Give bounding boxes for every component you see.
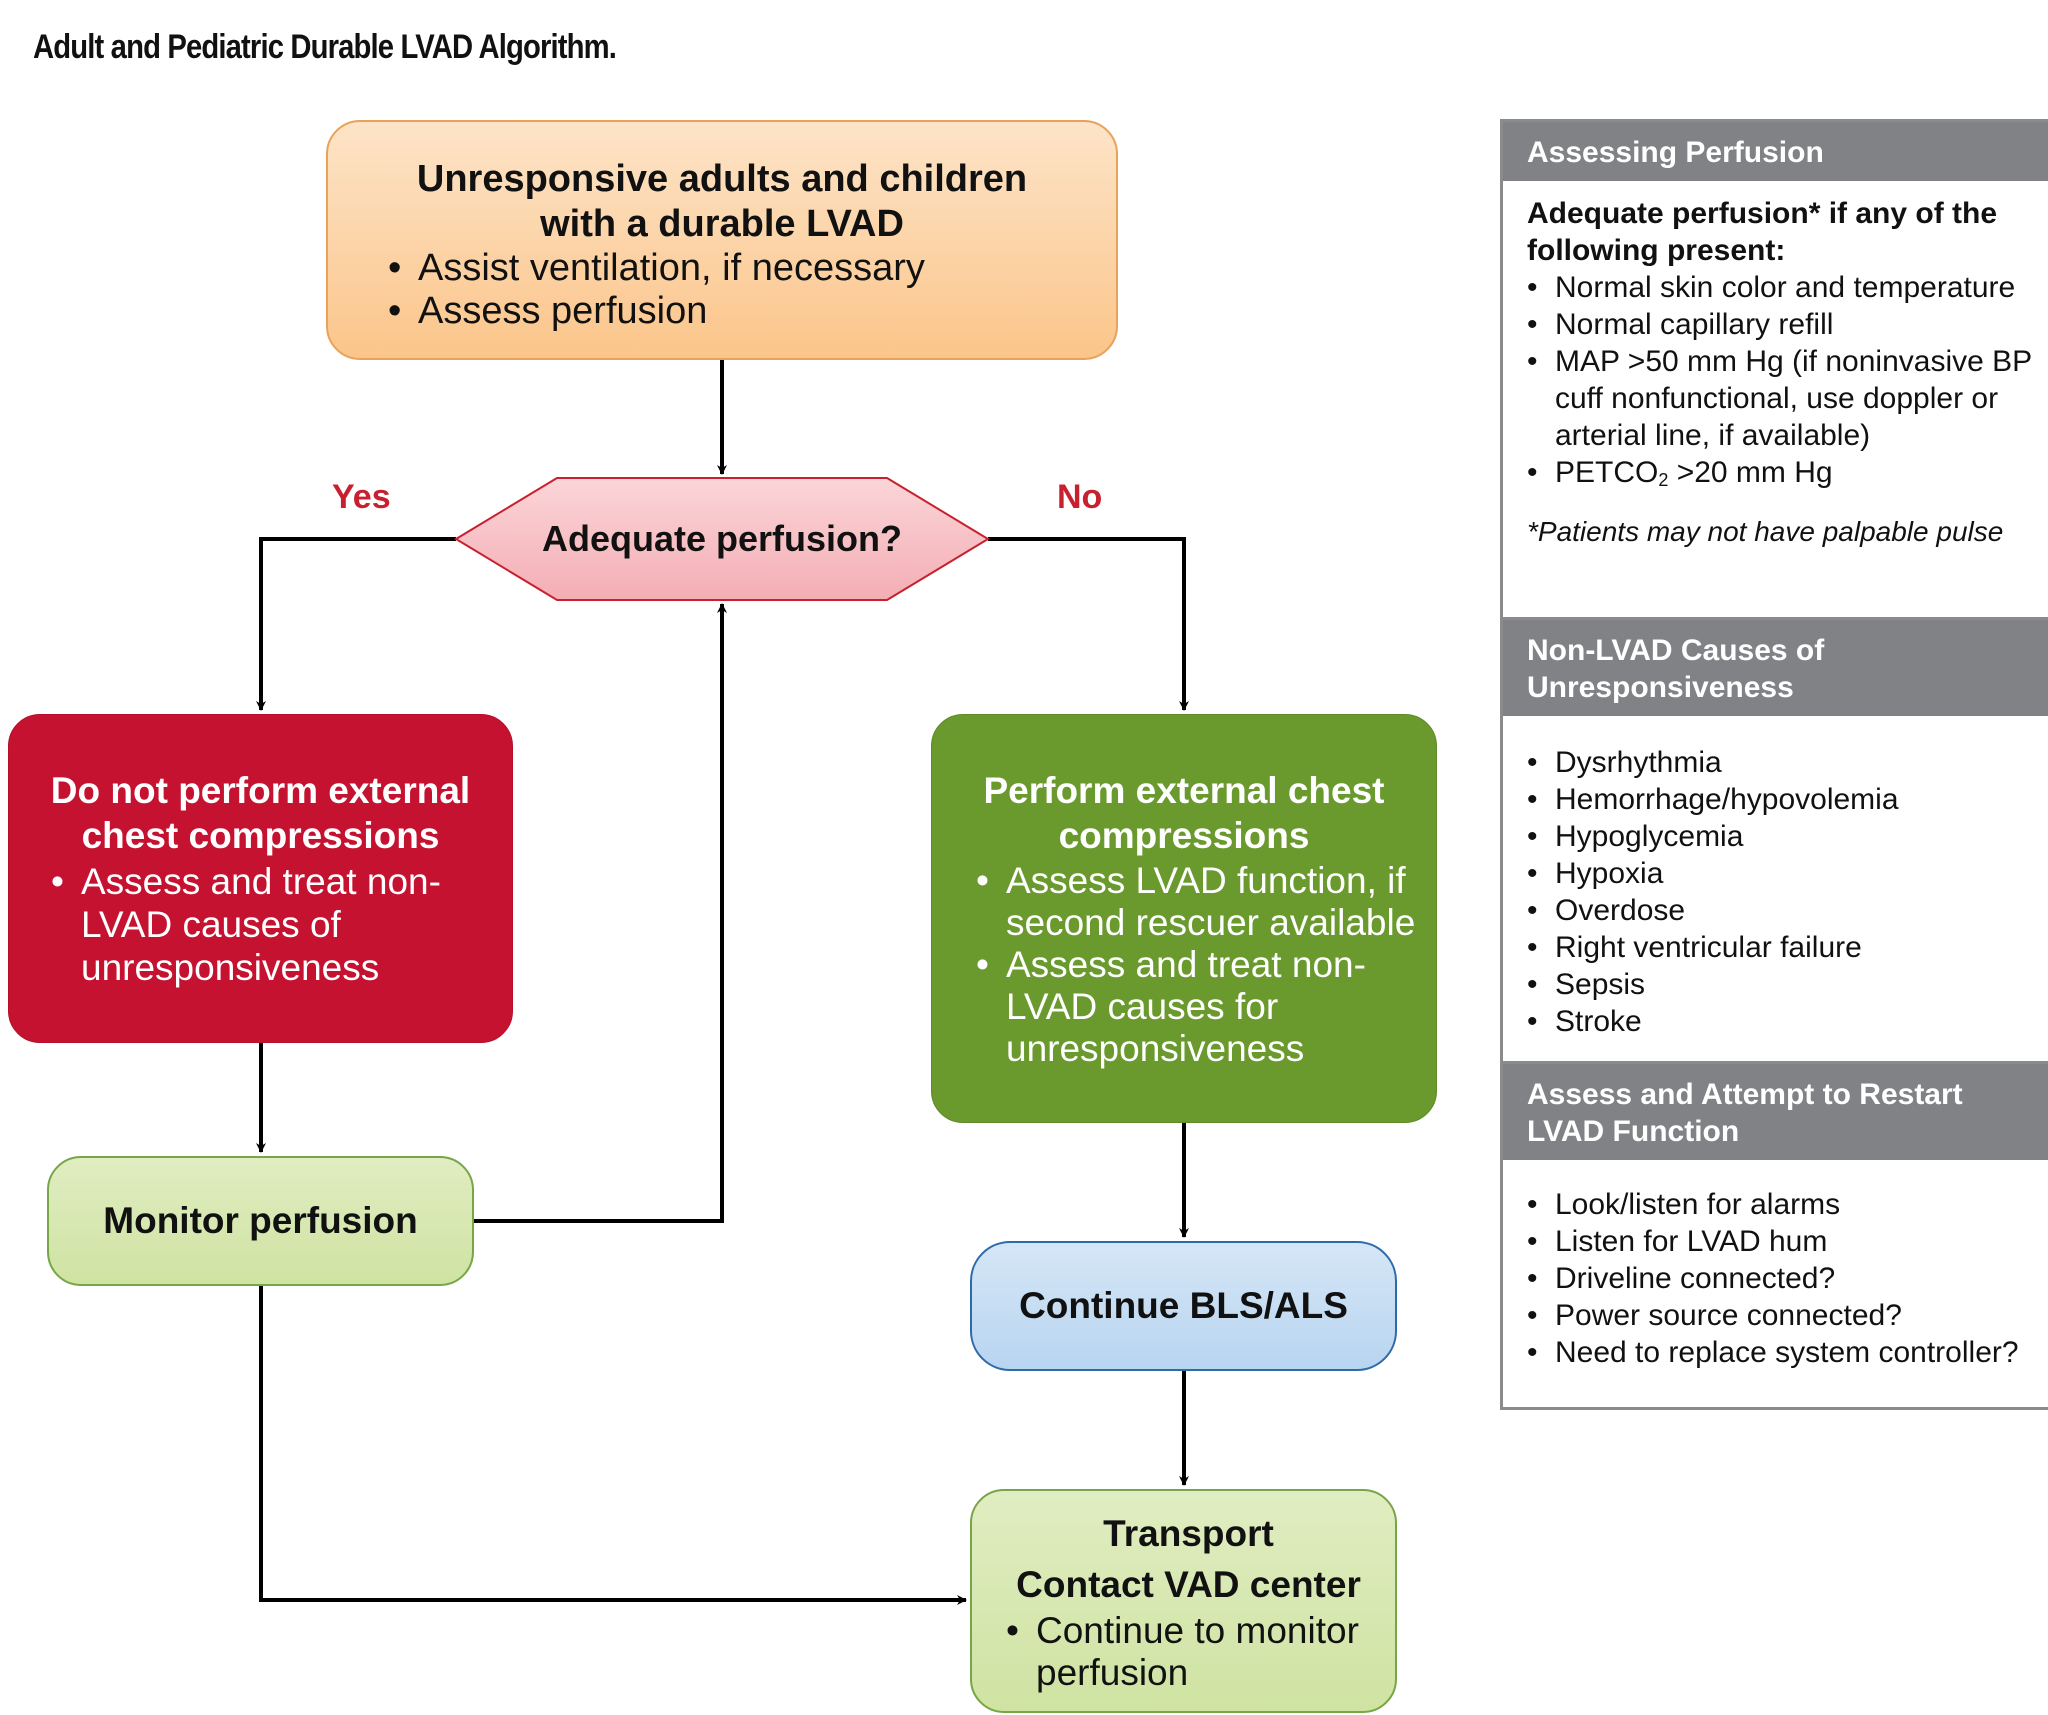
restart-lvad-header: Assess and Attempt to Restart LVAD Funct…: [1503, 1061, 2048, 1160]
restart-item: Need to replace system controller?: [1527, 1334, 2036, 1371]
assessing-perfusion-body: Adequate perfusion* if any of the follow…: [1503, 181, 2048, 617]
assessing-bullets: Normal skin color and temperature Normal…: [1527, 269, 2036, 499]
assessing-bullet: Normal skin color and temperature: [1527, 269, 2036, 306]
start-bullets: Assist ventilation, if necessary Assess …: [384, 247, 1076, 333]
causes-bullets: Dysrhythmia Hemorrhage/hypovolemia Hypog…: [1527, 744, 2036, 1040]
compressions-heading: Perform external chest compressions: [983, 769, 1385, 856]
transport-heading-line1: Transport: [1103, 1513, 1274, 1554]
no-branch-label: No: [1057, 478, 1103, 516]
transport-bullet: Continue to monitor perfusion: [1002, 1610, 1375, 1694]
page-title: Adult and Pediatric Durable LVAD Algorit…: [33, 28, 617, 66]
start-bullet: Assist ventilation, if necessary: [384, 247, 1076, 290]
petco2-subscript: 2: [1658, 470, 1669, 490]
yes-branch-label: Yes: [332, 478, 391, 516]
restart-bullets: Look/listen for alarms Listen for LVAD h…: [1527, 1186, 2036, 1371]
compressions-node: Perform external chest compressions Asse…: [931, 714, 1437, 1123]
restart-item: Driveline connected?: [1527, 1260, 2036, 1297]
decision-label: Adequate perfusion?: [541, 518, 903, 559]
no-compressions-bullet: Assess and treat non-LVAD causes of unre…: [47, 860, 492, 989]
non-lvad-causes-body: Dysrhythmia Hemorrhage/hypovolemia Hypog…: [1503, 716, 2048, 1061]
no-compressions-heading: Do not perform external chest compressio…: [50, 770, 471, 856]
compressions-bullet: Assess and treat non-LVAD causes for unr…: [972, 944, 1416, 1070]
cause-item: Hypoxia: [1527, 855, 2036, 892]
arrow-monitor-to-transport: [259, 1286, 967, 1605]
petco2-suffix: >20 mm Hg: [1668, 456, 1833, 489]
cause-item: Stroke: [1527, 1003, 2036, 1040]
continue-bls-als-node: Continue BLS/ALS: [970, 1241, 1397, 1371]
arrow-no-branch: [988, 537, 1189, 711]
reference-panel: Assessing Perfusion Adequate perfusion* …: [1500, 119, 2048, 1410]
cause-item: Overdose: [1527, 892, 2036, 929]
cause-item: Hemorrhage/hypovolemia: [1527, 781, 2036, 818]
no-compressions-node: Do not perform external chest compressio…: [8, 714, 513, 1043]
assessing-perfusion-header: Assessing Perfusion: [1503, 122, 2048, 181]
compressions-bullet: Assess LVAD function, if second rescuer …: [972, 860, 1416, 944]
non-lvad-causes-header: Non-LVAD Causes of Unresponsiveness: [1503, 617, 2048, 716]
monitor-perfusion-node: Monitor perfusion: [47, 1156, 474, 1286]
cause-item: Right ventricular failure: [1527, 929, 2036, 966]
assessing-lead: Adequate perfusion* if any of the follow…: [1527, 197, 1998, 267]
bls-label: Continue BLS/ALS: [1019, 1285, 1348, 1326]
start-heading-line2: with a durable LVAD: [540, 203, 904, 245]
transport-node: Transport Contact VAD center Continue to…: [970, 1489, 1397, 1713]
start-bullet: Assess perfusion: [384, 290, 1076, 333]
cause-item: Sepsis: [1527, 966, 2036, 1003]
assessing-footnote: *Patients may not have palpable pulse: [1527, 516, 2004, 547]
assessing-bullet: MAP >50 mm Hg (if noninvasive BP cuff no…: [1527, 343, 2036, 454]
petco2-prefix: PETCO: [1555, 456, 1659, 489]
transport-heading-line2: Contact VAD center: [1016, 1564, 1361, 1605]
restart-item: Look/listen for alarms: [1527, 1186, 2036, 1223]
cause-item: Hypoglycemia: [1527, 818, 2036, 855]
monitor-label: Monitor perfusion: [103, 1200, 418, 1241]
arrow-yes-branch: [256, 537, 456, 711]
transport-bullets: Continue to monitor perfusion: [1002, 1610, 1375, 1694]
restart-lvad-body: Look/listen for alarms Listen for LVAD h…: [1503, 1160, 2048, 1385]
no-compressions-bullets: Assess and treat non-LVAD causes of unre…: [47, 860, 492, 989]
start-heading-line1: Unresponsive adults and children: [416, 158, 1028, 200]
restart-item: Listen for LVAD hum: [1527, 1223, 2036, 1260]
compressions-bullets: Assess LVAD function, if second rescuer …: [972, 860, 1416, 1070]
assessing-bullet: Normal capillary refill: [1527, 306, 2036, 343]
cause-item: Dysrhythmia: [1527, 744, 2036, 781]
restart-item: Power source connected?: [1527, 1297, 2036, 1334]
start-node-unresponsive: Unresponsive adults and children with a …: [326, 120, 1118, 360]
assessing-bullet-petco2: PETCO2 >20 mm Hg: [1527, 454, 2036, 499]
